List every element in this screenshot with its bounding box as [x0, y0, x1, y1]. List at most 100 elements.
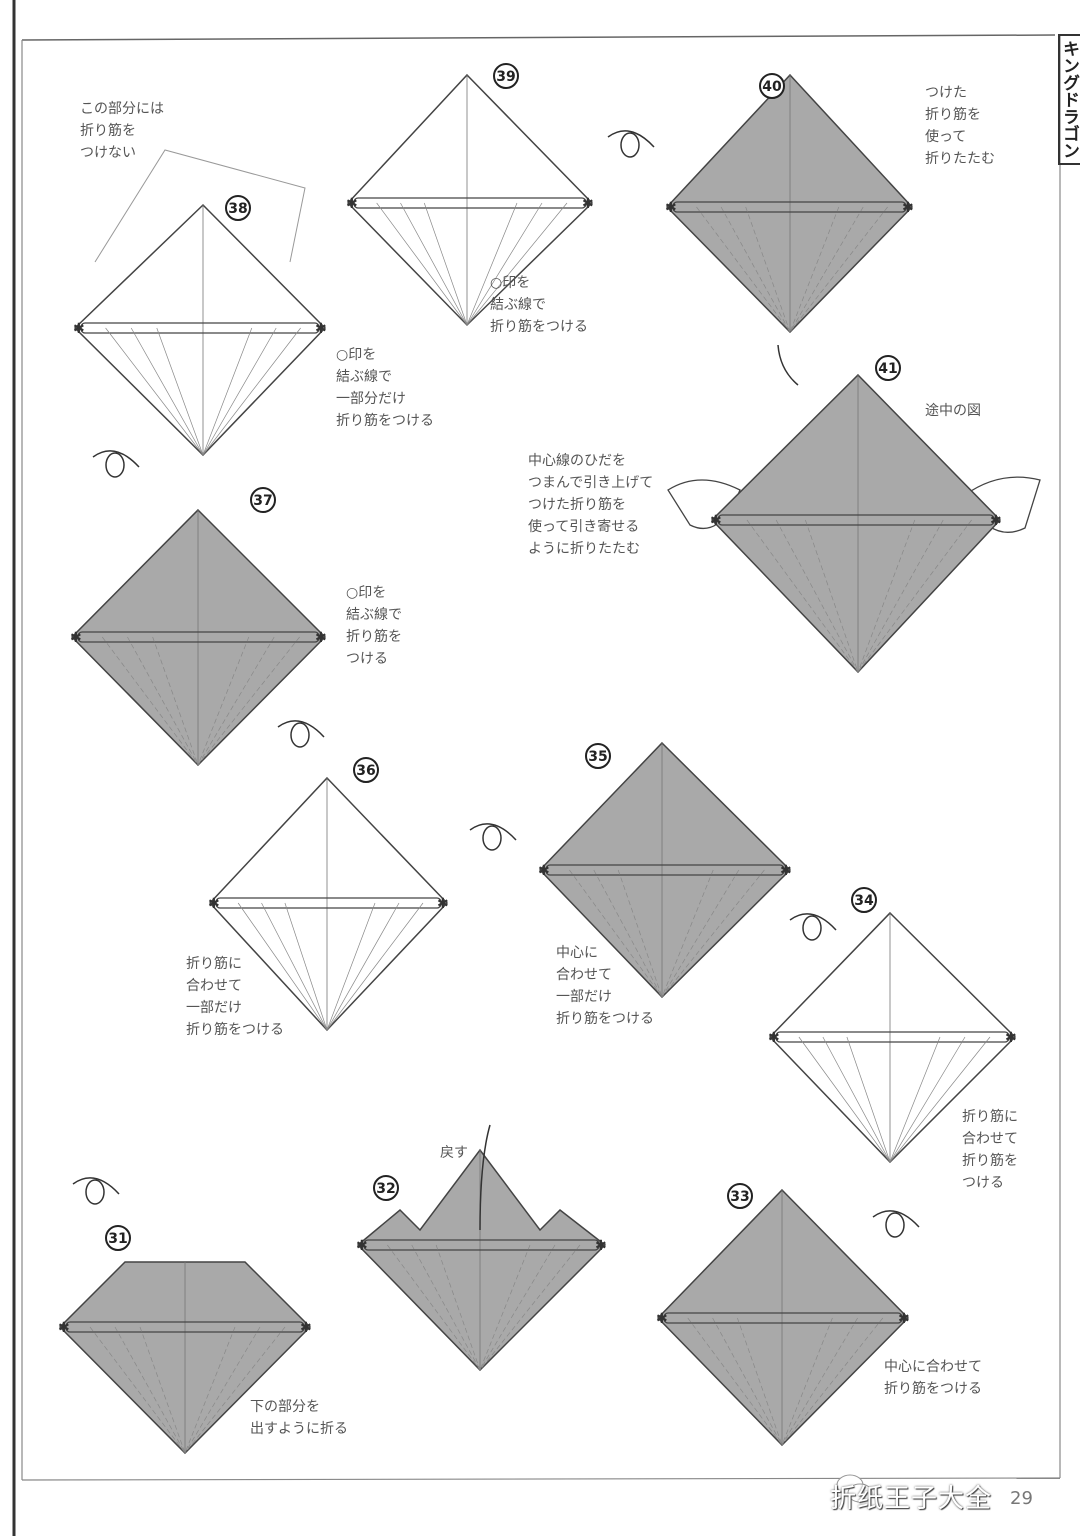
crease-line-39: [423, 202, 468, 326]
step-number-33: 33: [730, 1189, 749, 1205]
crease-line-39: [400, 202, 468, 326]
crease-line-32: [479, 1244, 581, 1371]
crease-line-35: [661, 869, 714, 998]
star-mark-icon: ✱: [990, 513, 1002, 529]
step-number-circle: [493, 63, 519, 89]
step-number-35: 35: [588, 749, 607, 765]
folded-band-38: [80, 322, 320, 334]
step-number-31: 31: [108, 1231, 127, 1247]
crease-line-37: [127, 636, 199, 766]
step-number-38: 38: [228, 201, 247, 217]
step-number-36: 36: [356, 763, 375, 779]
step-number-circle: [759, 73, 785, 99]
crease-line-41: [857, 519, 944, 673]
note-38-b: ○印を結ぶ線で一部分だけ折り筋をつける: [336, 347, 434, 429]
step-number-34: 34: [854, 893, 874, 909]
wechat-icon: [836, 1474, 873, 1503]
star-mark-icon: ✱: [208, 896, 220, 912]
crease-line-37: [197, 636, 275, 766]
star-mark-icon: ✱: [356, 1238, 368, 1254]
turn-over-arrow: [469, 823, 517, 841]
crease-line-37: [152, 636, 199, 766]
crease-line-38: [202, 327, 253, 456]
crease-line-34: [889, 1036, 941, 1163]
turn-over-icon: [105, 452, 125, 478]
turn-over-icon: [85, 1179, 105, 1205]
note-31: 下の部分を出すように折る: [250, 1399, 348, 1437]
star-mark-icon: ✱: [902, 200, 914, 216]
crease-line-41: [775, 519, 859, 673]
crease-line-36: [326, 902, 400, 1031]
folded-band-35: [545, 864, 785, 876]
crease-line-33: [781, 1317, 884, 1446]
folded-band-31: [65, 1321, 305, 1333]
turn-over-icon: [620, 132, 640, 158]
star-mark-icon: ✱: [300, 1320, 312, 1336]
star-mark-icon: ✱: [595, 1238, 607, 1254]
folded-band-32: [363, 1239, 600, 1251]
star-mark-icon: ✱: [665, 200, 677, 216]
turn-over-arrow: [92, 450, 140, 468]
star-mark-icon: ✱: [315, 321, 327, 337]
folded-band-39: [353, 197, 587, 209]
crease-line-41: [746, 519, 859, 673]
crease-line-38: [130, 327, 204, 456]
star-mark-icon: ✱: [768, 1030, 780, 1046]
crease-line-31: [89, 1326, 186, 1454]
folded-band-33: [663, 1312, 903, 1324]
crease-line-34: [889, 1036, 966, 1163]
crease-line-39: [466, 202, 543, 326]
crease-line-40: [789, 206, 840, 333]
crease-line-41: [857, 519, 916, 673]
star-mark-icon: ✱: [582, 196, 594, 212]
folded-band-37: [77, 631, 320, 643]
crease-line-32: [479, 1244, 531, 1371]
crease-line-40: [696, 206, 791, 333]
paper-step-37: [70, 508, 327, 767]
crease-line-37: [197, 636, 250, 766]
step-number-40: 40: [762, 79, 782, 95]
note-40: つけた折り筋を使って折りたたむ: [925, 85, 995, 167]
crease-line-32: [387, 1244, 481, 1371]
note-34: 折り筋に合わせて折り筋をつける: [962, 1109, 1018, 1191]
crease-line-31: [184, 1326, 236, 1454]
page-number: 29: [1010, 1488, 1033, 1509]
crease-line-33: [687, 1317, 783, 1446]
crease-line-34: [798, 1036, 891, 1163]
note-32: 戻す: [440, 1145, 468, 1161]
crease-line-35: [617, 869, 663, 998]
crease-line-38: [105, 327, 204, 456]
folded-band-41: [717, 514, 995, 526]
folded-band-34: [775, 1031, 1010, 1043]
crease-line-34: [846, 1036, 891, 1163]
crease-line-31: [139, 1326, 186, 1454]
crease-line-33: [781, 1317, 833, 1446]
crease-line-34: [822, 1036, 891, 1163]
crease-line-31: [114, 1326, 186, 1454]
turn-over-icon: [290, 722, 310, 748]
turn-over-arrow: [72, 1177, 120, 1195]
star-mark-icon: ✱: [1005, 1030, 1017, 1046]
crease-line-33: [781, 1317, 858, 1446]
step-number-circle: [727, 1183, 753, 1209]
crease-line-36: [284, 902, 328, 1031]
step-number-37: 37: [253, 493, 272, 509]
crease-line-38: [156, 327, 204, 456]
star-mark-icon: ✱: [710, 513, 722, 529]
crease-line-41: [805, 519, 859, 673]
crease-line-36: [237, 902, 328, 1031]
crease-line-36: [326, 902, 424, 1031]
crease-line-31: [184, 1326, 261, 1454]
step-number-circle: [353, 757, 379, 783]
step-number-41: 41: [878, 361, 897, 377]
crease-line-35: [593, 869, 663, 998]
crease-line-35: [569, 869, 663, 998]
star-mark-icon: ✱: [315, 630, 327, 646]
crease-line-38: [202, 327, 277, 456]
paper-step-38: [73, 203, 327, 457]
star-mark-icon: ✱: [58, 1320, 70, 1336]
crease-line-40: [789, 206, 864, 333]
step-number-circle: [250, 487, 276, 513]
paper-step-33: [656, 1188, 910, 1447]
